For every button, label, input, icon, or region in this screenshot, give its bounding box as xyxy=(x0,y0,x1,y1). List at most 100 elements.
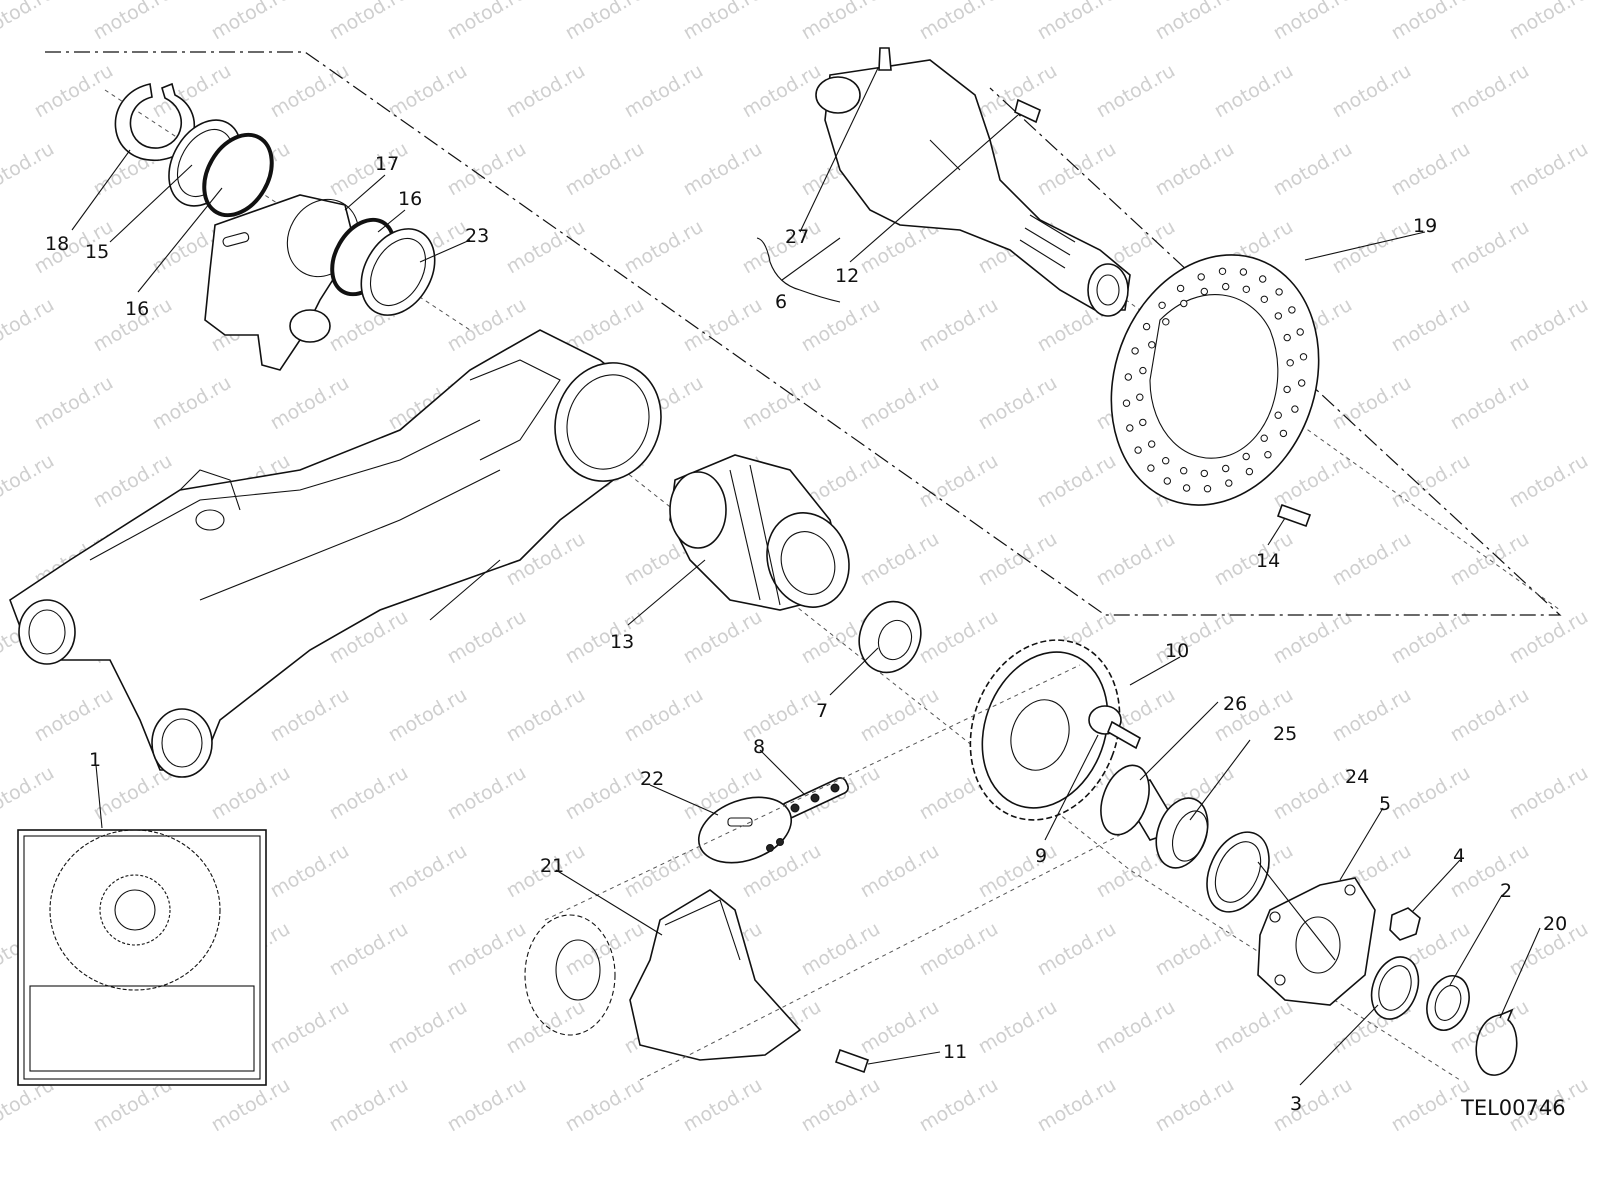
drawing-code: TEL00746 xyxy=(1460,1096,1566,1120)
part-18-circlip xyxy=(114,82,196,161)
disc-hole xyxy=(1279,429,1288,438)
disc-hole xyxy=(1139,366,1147,375)
watermark-text: motod.ru xyxy=(1270,0,1356,44)
watermark-text: motod.ru xyxy=(1447,60,1533,123)
watermark-text: motod.ru xyxy=(0,294,58,357)
watermark-text: motod.ru xyxy=(621,216,707,279)
callout-7: 7 xyxy=(816,700,828,722)
watermark-text: motod.ru xyxy=(562,1074,648,1137)
watermark-text: motod.ru xyxy=(267,684,353,747)
watermark-text: motod.ru xyxy=(385,996,471,1059)
disc-hole xyxy=(1245,467,1254,476)
part-25-spacer xyxy=(1155,797,1209,869)
callout-9: 9 xyxy=(1035,845,1047,867)
watermark-text: motod.ru xyxy=(0,450,58,513)
callout-15: 15 xyxy=(85,241,109,263)
disc-hole xyxy=(1203,485,1212,493)
watermark-text: motod.ru xyxy=(503,216,589,279)
watermark-text: motod.ru xyxy=(1506,138,1592,201)
watermark-text: motod.ru xyxy=(1388,0,1474,44)
disc-hole xyxy=(1218,267,1227,275)
disc-hole xyxy=(1200,287,1209,296)
part-24-ring xyxy=(1206,831,1270,913)
watermark-text: motod.ru xyxy=(857,840,943,903)
watermark-text: motod.ru xyxy=(562,762,648,825)
watermark-text: motod.ru xyxy=(739,216,825,279)
watermark-text: motod.ru xyxy=(916,918,1002,981)
callout-26: 26 xyxy=(1223,693,1247,715)
callout-20: 20 xyxy=(1543,913,1567,935)
watermark-text: motod.ru xyxy=(0,762,58,825)
watermark-text: motod.ru xyxy=(798,0,884,44)
part-5-flange xyxy=(1257,877,1376,1006)
callout-6: 6 xyxy=(775,291,787,313)
watermark-text: motod.ru xyxy=(739,372,825,435)
watermark-text: motod.ru xyxy=(1447,528,1533,591)
watermark-text: motod.ru xyxy=(1152,918,1238,981)
watermark-text: motod.ru xyxy=(267,372,353,435)
watermark-text: motod.ru xyxy=(562,606,648,669)
watermark-text: motod.ru xyxy=(1388,762,1474,825)
disc-hole xyxy=(1197,273,1205,281)
disc-hole xyxy=(1264,451,1272,459)
watermark-text: motod.ru xyxy=(739,684,825,747)
disc-hole xyxy=(1139,418,1147,427)
watermark-text: motod.ru xyxy=(1270,762,1356,825)
disc-hole xyxy=(1225,479,1233,487)
watermark-text: motod.ru xyxy=(916,450,1002,513)
callout-1: 1 xyxy=(89,749,101,771)
disc-hole xyxy=(1200,469,1209,478)
watermark-text: motod.ru xyxy=(90,762,176,825)
callout-13: 13 xyxy=(610,631,634,653)
watermark-text: motod.ru xyxy=(916,1074,1002,1137)
disc-hole xyxy=(1242,452,1250,461)
part-2-ring-nut xyxy=(1426,975,1470,1031)
watermark-text: motod.ru xyxy=(621,684,707,747)
watermark-text: motod.ru xyxy=(1447,216,1533,279)
watermark-text: motod.ru xyxy=(621,60,707,123)
watermark-text: motod.ru xyxy=(1093,996,1179,1059)
part-8-chain-link xyxy=(781,777,849,819)
watermark-text: motod.ru xyxy=(208,0,294,44)
callout-16b: 16 xyxy=(398,188,422,210)
watermark-text: motod.ru xyxy=(739,60,825,123)
callout-23: 23 xyxy=(465,225,489,247)
watermark-text: motod.ru xyxy=(798,918,884,981)
watermark-text: motod.ru xyxy=(503,684,589,747)
watermark-text: motod.ru xyxy=(1034,918,1120,981)
disc-hole xyxy=(1239,268,1248,276)
watermark-text: motod.ru xyxy=(1211,996,1297,1059)
watermark-text: motod.ru xyxy=(1447,684,1533,747)
disc-hole xyxy=(1134,446,1142,454)
callout-19: 19 xyxy=(1413,215,1437,237)
watermark-text: motod.ru xyxy=(916,606,1002,669)
callout-3: 3 xyxy=(1290,1093,1302,1115)
disc-hole xyxy=(1274,411,1282,419)
watermark-text: motod.ru xyxy=(857,372,943,435)
watermark-text: motod.ru xyxy=(1329,528,1415,591)
watermark-text: motod.ru xyxy=(975,996,1061,1059)
part-1-inset-chain-kit xyxy=(17,829,267,1086)
watermark-text: motod.ru xyxy=(1329,216,1415,279)
disc-hole xyxy=(1148,341,1156,349)
watermark-text: motod.ru xyxy=(621,840,707,903)
watermark-text: motod.ru xyxy=(916,0,1002,44)
disc-hole xyxy=(1222,464,1230,473)
watermark-text: motod.ru xyxy=(385,684,471,747)
watermark-text: motod.ru xyxy=(149,372,235,435)
watermark-text: motod.ru xyxy=(1034,450,1120,513)
watermark-text: motod.ru xyxy=(208,762,294,825)
watermark-text: motod.ru xyxy=(267,60,353,123)
watermark-text: motod.ru xyxy=(1506,450,1592,513)
part-21-sprocket-cover xyxy=(524,889,802,1061)
watermark-text: motod.ru xyxy=(1152,0,1238,44)
watermark-text: motod.ru xyxy=(0,0,58,44)
watermark-text: motod.ru xyxy=(90,0,176,44)
disc-hole xyxy=(1126,424,1134,432)
disc-hole xyxy=(1288,306,1296,314)
watermark-text: motod.ru xyxy=(857,996,943,1059)
disc-hole xyxy=(1163,477,1172,485)
disc-hole xyxy=(1136,393,1144,401)
callout-27: 27 xyxy=(785,226,809,248)
